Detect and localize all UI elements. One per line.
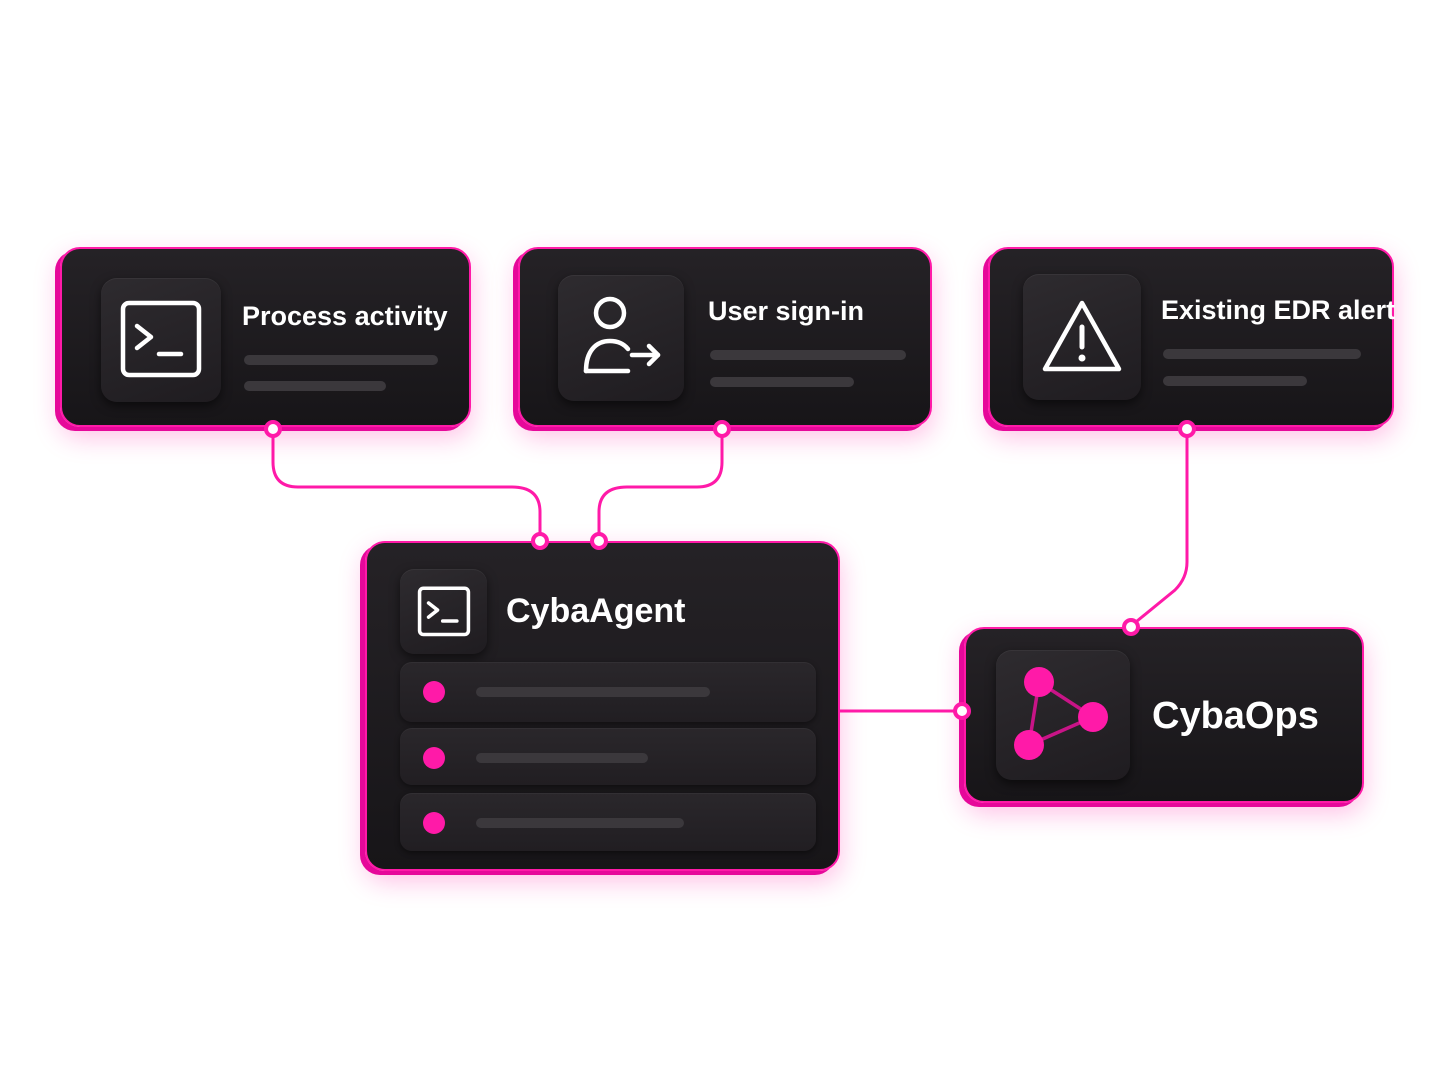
placeholder-line bbox=[1163, 376, 1307, 386]
placeholder-line bbox=[476, 753, 648, 763]
port-edr-alert-out[interactable] bbox=[1178, 420, 1196, 438]
graph-nodes-icon bbox=[1014, 667, 1108, 760]
edr-alert-icon-box bbox=[1023, 274, 1141, 400]
process-activity-title: Process activity bbox=[242, 301, 448, 331]
terminal-icon bbox=[417, 585, 470, 636]
edr-alert-card[interactable]: Existing EDR alert bbox=[988, 247, 1396, 427]
cyba-ops-card[interactable]: CybaOps bbox=[964, 627, 1364, 803]
placeholder-line bbox=[476, 687, 710, 697]
placeholder-line bbox=[1163, 349, 1361, 359]
port-cyba-agent-in-1[interactable] bbox=[531, 532, 549, 550]
status-dot bbox=[423, 681, 445, 703]
port-cyba-ops-in-left[interactable] bbox=[953, 702, 971, 720]
wire-process-to-agent bbox=[271, 430, 542, 540]
wire-signin-to-agent bbox=[597, 430, 724, 540]
cyba-ops-title: CybaOps bbox=[1152, 695, 1319, 737]
cyba-agent-card[interactable]: CybaAgent bbox=[365, 541, 840, 871]
list-item[interactable] bbox=[400, 662, 816, 722]
placeholder-line bbox=[244, 355, 438, 365]
placeholder-line bbox=[476, 818, 684, 828]
status-dot bbox=[423, 812, 445, 834]
process-activity-card[interactable]: Process activity bbox=[60, 247, 471, 427]
port-process-activity-out[interactable] bbox=[264, 420, 282, 438]
user-sign-in-icon bbox=[583, 296, 661, 374]
list-item[interactable] bbox=[400, 793, 816, 851]
user-sign-in-title: User sign-in bbox=[708, 296, 865, 326]
placeholder-line bbox=[244, 381, 386, 391]
port-cyba-agent-in-2[interactable] bbox=[590, 532, 608, 550]
placeholder-line bbox=[710, 350, 906, 360]
warning-icon bbox=[1042, 300, 1122, 372]
user-sign-in-card[interactable]: User sign-in bbox=[518, 247, 932, 427]
cyba-agent-icon-box bbox=[400, 569, 487, 654]
process-activity-icon-box bbox=[101, 278, 221, 402]
status-dot bbox=[423, 747, 445, 769]
port-cyba-ops-in-top[interactable] bbox=[1122, 618, 1140, 636]
wire-alert-to-ops bbox=[1130, 430, 1189, 628]
edr-alert-title: Existing EDR alert bbox=[1161, 295, 1396, 325]
placeholder-line bbox=[710, 377, 854, 387]
cyba-agent-title: CybaAgent bbox=[506, 592, 686, 630]
port-user-sign-in-out[interactable] bbox=[713, 420, 731, 438]
terminal-icon bbox=[120, 300, 202, 378]
cyba-ops-icon-box bbox=[996, 650, 1130, 780]
user-sign-in-icon-box bbox=[558, 275, 684, 401]
list-item[interactable] bbox=[400, 728, 816, 785]
